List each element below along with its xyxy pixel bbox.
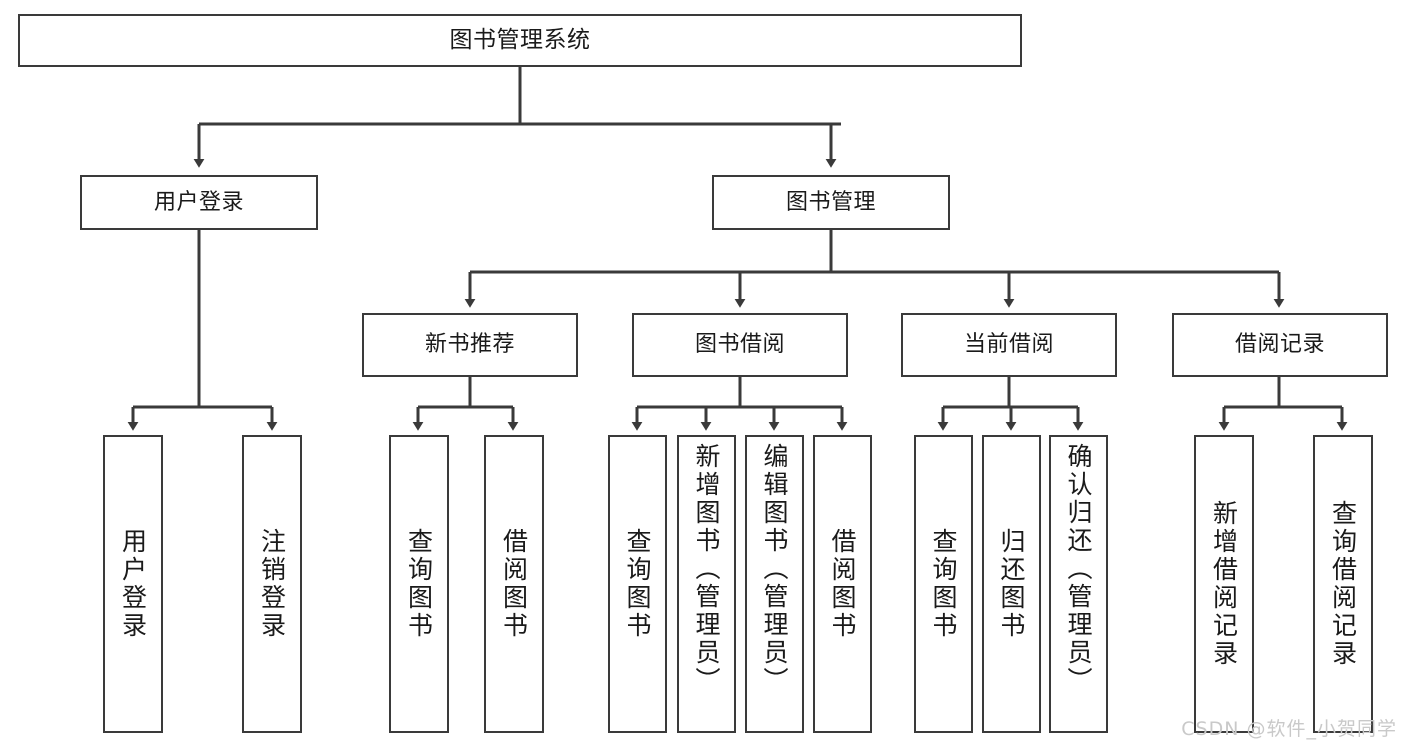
node-leaf-query-book-3[interactable]: 查询图书	[914, 435, 973, 733]
node-leaf-confirm-return-admin[interactable]: 确认归还（管理员）	[1049, 435, 1108, 733]
node-current-borrow[interactable]: 当前借阅	[901, 313, 1117, 377]
node-leaf-add-borrow-record-label: 新增借阅记录	[1209, 500, 1239, 668]
node-book-management-label: 图书管理	[785, 189, 876, 215]
node-leaf-confirm-return-admin-label: 确认归还（管理员）	[1064, 443, 1093, 695]
node-leaf-return-book-label: 归还图书	[997, 528, 1026, 640]
node-leaf-return-book[interactable]: 归还图书	[982, 435, 1041, 733]
node-leaf-borrow-book-1-label: 借阅图书	[499, 528, 529, 640]
node-leaf-query-borrow-record[interactable]: 查询借阅记录	[1313, 435, 1373, 733]
node-book-borrow-label: 图书借阅	[694, 332, 785, 358]
node-leaf-query-book-2[interactable]: 查询图书	[608, 435, 667, 733]
node-book-management[interactable]: 图书管理	[712, 175, 950, 230]
node-leaf-user-login[interactable]: 用户登录	[103, 435, 163, 733]
node-root[interactable]: 图书管理系统	[18, 14, 1022, 67]
node-current-borrow-label: 当前借阅	[963, 332, 1054, 358]
node-leaf-add-book-admin[interactable]: 新增图书（管理员）	[677, 435, 736, 733]
node-leaf-borrow-book-2-label: 借阅图书	[828, 528, 857, 640]
node-root-label: 图书管理系统	[449, 27, 591, 54]
node-user-login-label: 用户登录	[153, 189, 244, 215]
node-leaf-add-borrow-record[interactable]: 新增借阅记录	[1194, 435, 1254, 733]
node-leaf-add-book-admin-label: 新增图书（管理员）	[692, 443, 721, 695]
node-leaf-borrow-book-1[interactable]: 借阅图书	[484, 435, 544, 733]
node-leaf-user-login-label: 用户登录	[118, 528, 148, 640]
node-leaf-query-book-2-label: 查询图书	[623, 528, 652, 640]
node-leaf-query-borrow-record-label: 查询借阅记录	[1328, 500, 1358, 668]
node-leaf-edit-book-admin[interactable]: 编辑图书（管理员）	[745, 435, 804, 733]
node-borrow-record[interactable]: 借阅记录	[1172, 313, 1388, 377]
node-new-book-recommend-label: 新书推荐	[424, 332, 515, 358]
node-leaf-borrow-book-2[interactable]: 借阅图书	[813, 435, 872, 733]
node-leaf-logout-login[interactable]: 注销登录	[242, 435, 302, 733]
node-leaf-edit-book-admin-label: 编辑图书（管理员）	[760, 443, 789, 695]
node-new-book-recommend[interactable]: 新书推荐	[362, 313, 578, 377]
node-borrow-record-label: 借阅记录	[1234, 332, 1325, 358]
node-leaf-query-book-1[interactable]: 查询图书	[389, 435, 449, 733]
node-leaf-query-book-3-label: 查询图书	[929, 528, 958, 640]
node-user-login[interactable]: 用户登录	[80, 175, 318, 230]
node-leaf-query-book-1-label: 查询图书	[404, 528, 434, 640]
node-book-borrow[interactable]: 图书借阅	[632, 313, 848, 377]
watermark: CSDN @软件_小贺同学	[1181, 718, 1397, 740]
node-leaf-logout-login-label: 注销登录	[257, 528, 287, 640]
